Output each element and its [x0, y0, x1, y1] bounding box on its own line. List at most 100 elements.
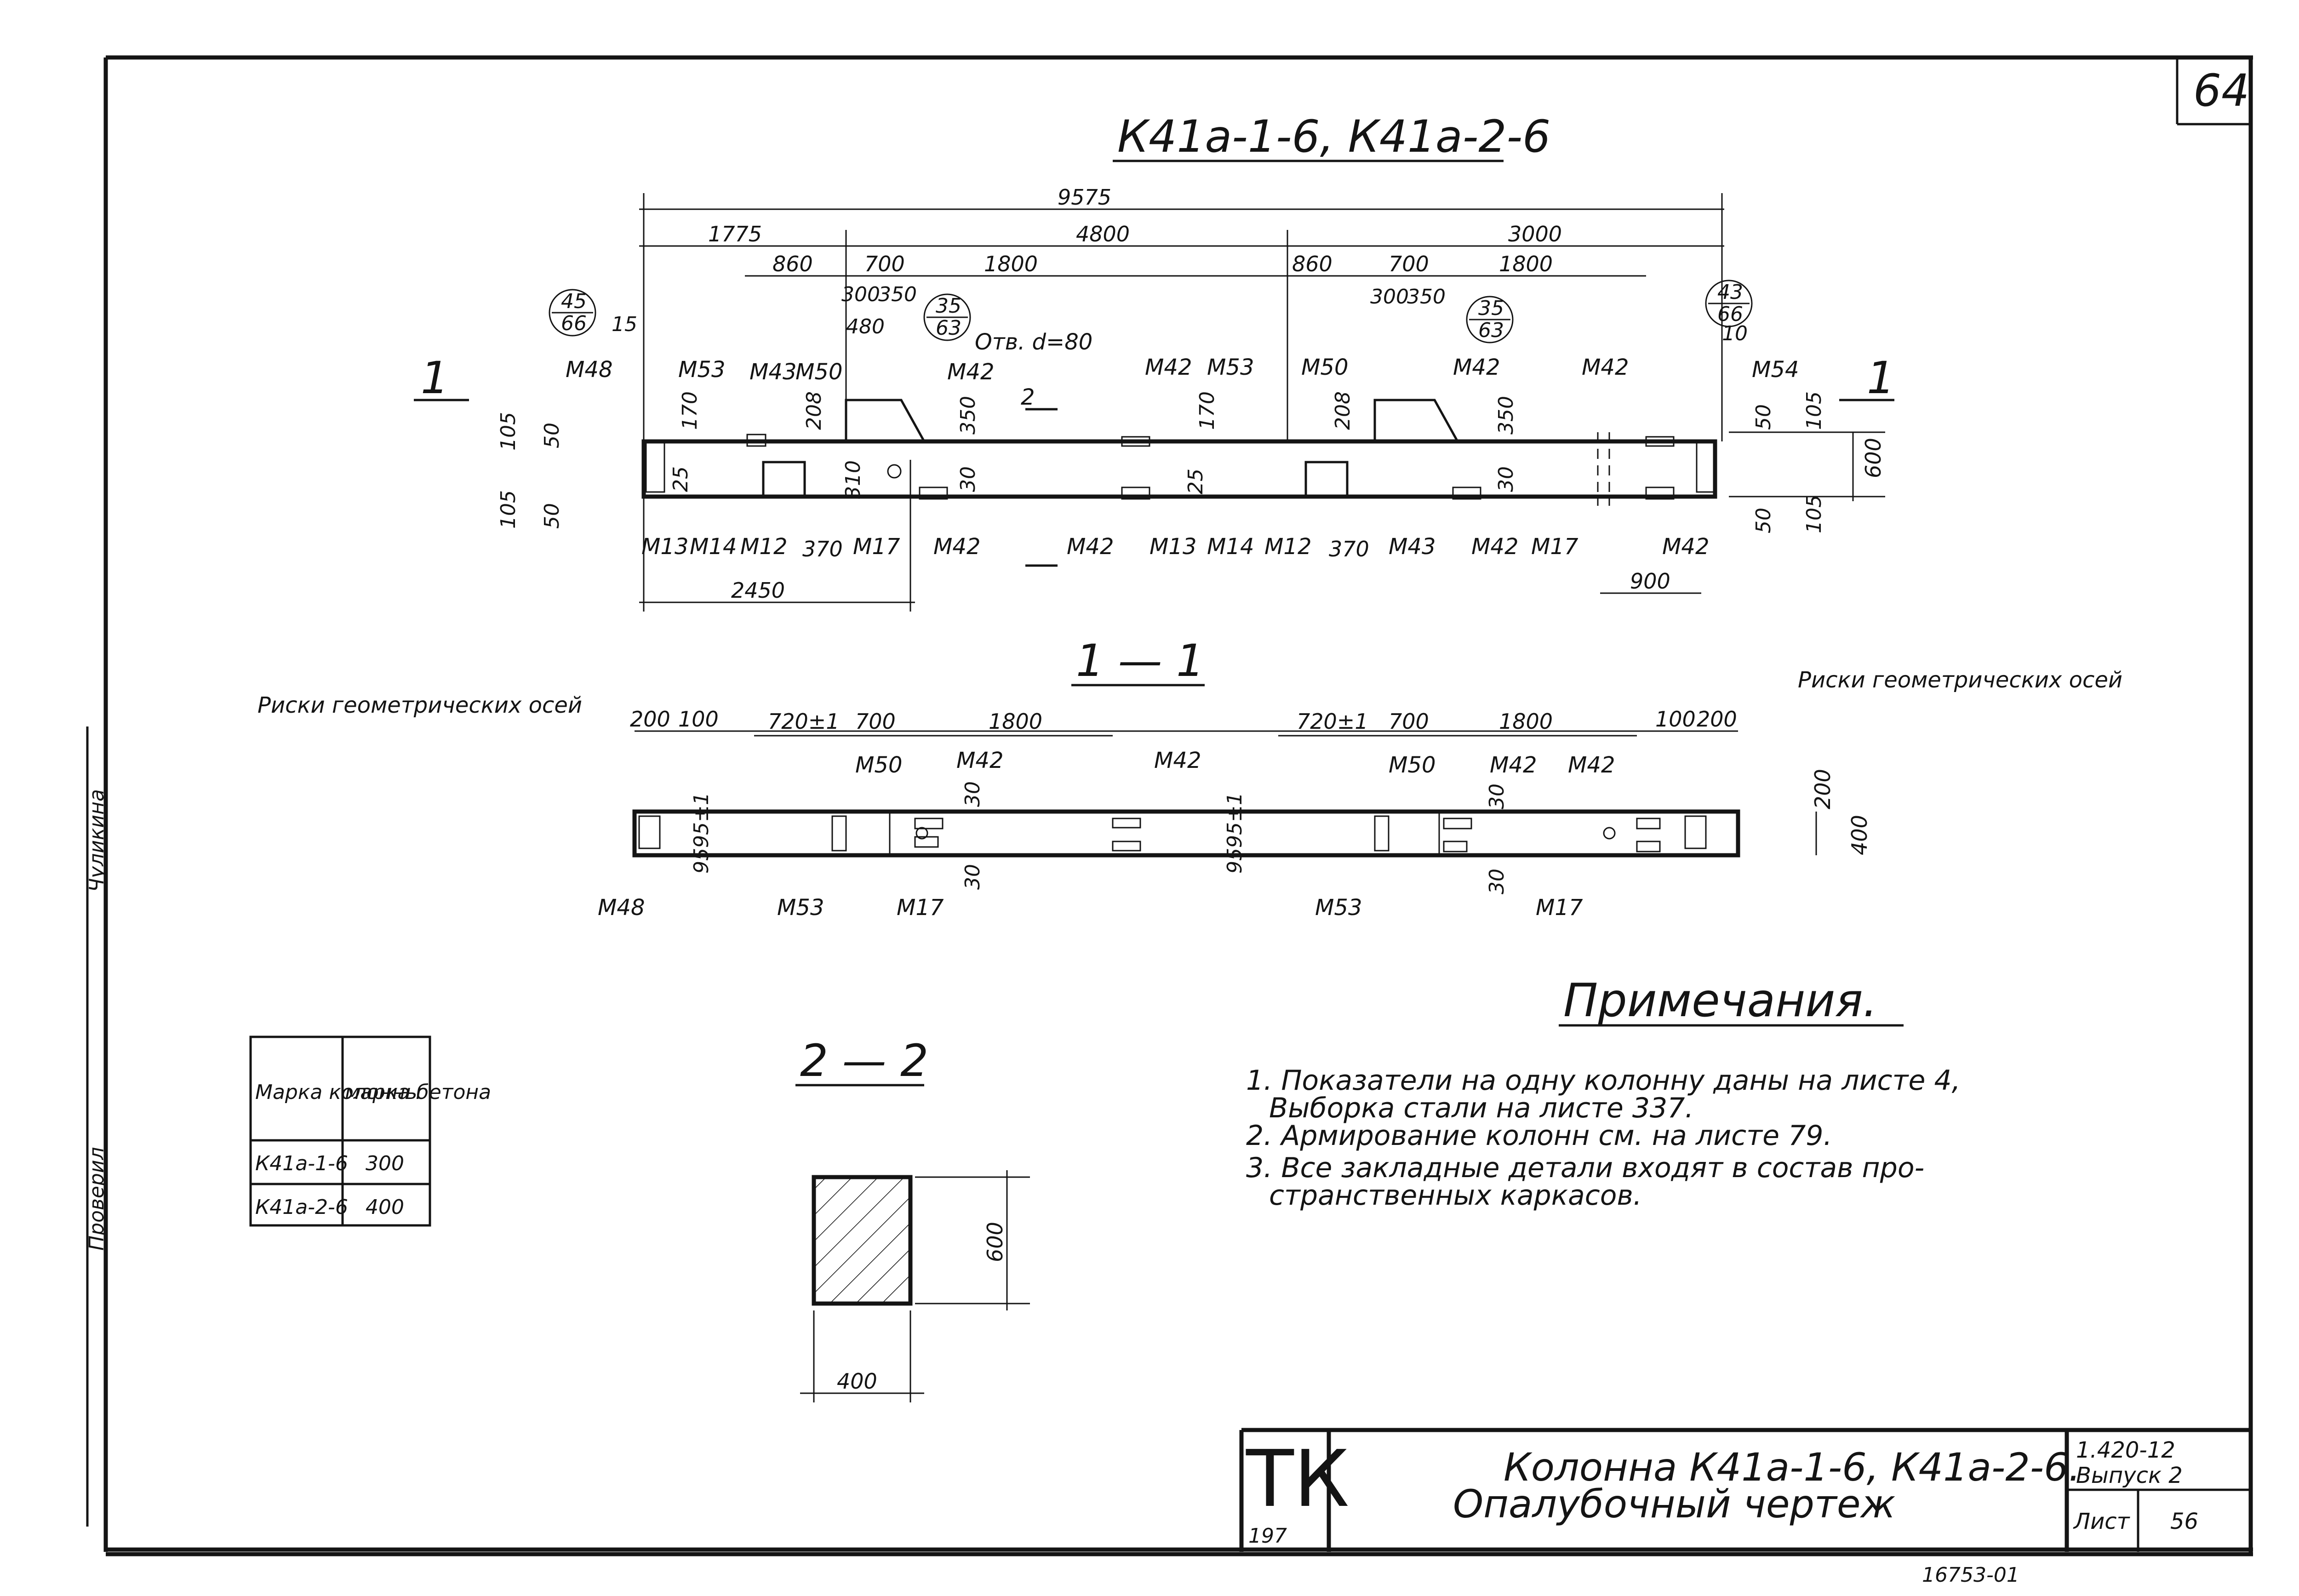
table-header-column: Марка колонны — [255, 1081, 421, 1104]
mark-top-M53-b: М53 — [1207, 355, 1254, 380]
dim-small-30-a: 30 — [956, 466, 980, 492]
mark-top-M50-a: М50 — [795, 359, 843, 385]
table-row-1-grade: 300 — [366, 1152, 404, 1175]
s11-mark-M17-a: М17 — [897, 895, 944, 921]
mark-bottom-M42-a: М42 — [933, 534, 981, 560]
s11-dim-700-b: 700 — [1389, 709, 1429, 734]
dim-1800-b: 1800 — [1499, 252, 1553, 276]
title-block-code: 1.420-12 — [2076, 1437, 2175, 1463]
title-block-sheet-number: 56 — [2170, 1509, 2198, 1534]
bubble-4-top: 43 — [1717, 280, 1743, 304]
bubble-3-top: 35 — [1478, 297, 1504, 320]
section-1-1-outline — [632, 809, 1740, 858]
dim-350-b: 350 — [1407, 285, 1446, 309]
s11-mark-M42-d: М42 — [1568, 752, 1615, 778]
dim-small-900: 900 — [1630, 569, 1670, 594]
s11-dim-30-d: 30 — [1485, 869, 1509, 894]
title-block-sheet-label: Лист — [2073, 1509, 2131, 1534]
s11-dim-100-a: 100 — [678, 707, 719, 732]
concrete-table: Марка колонны марка бетона К41а-1-6 300 … — [249, 1035, 491, 1227]
mark-top-M54: М54 — [1752, 357, 1799, 383]
dim-small-50-b: 50 — [540, 503, 564, 529]
s11-dim-30-b: 30 — [961, 864, 984, 890]
bubble-2-bottom: 63 — [936, 316, 961, 340]
table-header-concrete: марка бетона — [345, 1081, 491, 1104]
mark-top-M53-a: М53 — [678, 357, 726, 383]
s11-dim-720-b: 720±1 — [1297, 709, 1368, 734]
margin-signature-strip: Проверил Чуликина — [85, 726, 109, 1527]
s11-dim-200-c: 200 — [1810, 769, 1835, 809]
mark-top-M42-a: М42 — [947, 359, 995, 385]
mark-top-M42-c: М42 — [1453, 355, 1500, 380]
mark-bottom-M42-d: М42 — [1662, 534, 1710, 560]
title-block: ТК 197 Колонна К41а-1-6, К41а-2-6. Опалу… — [1239, 1428, 2251, 1552]
dim-1775: 1775 — [708, 222, 762, 246]
dim-small-350-a: 350 — [956, 396, 980, 435]
s11-dim-1800-b: 1800 — [1499, 709, 1553, 734]
dim-4800: 4800 — [1076, 222, 1130, 246]
mark-top-M50-b: М50 — [1301, 355, 1349, 380]
notes-block: Примечания. 1. Показатели на одну колонн… — [1246, 973, 1961, 1212]
section-mark-mid: 2 — [1021, 384, 1035, 410]
dim-1800-a: 1800 — [984, 252, 1038, 276]
dim-overall: 9575 — [1058, 185, 1111, 210]
s11-mark-M48: М48 — [598, 895, 645, 921]
dim-small-30-b: 30 — [1494, 466, 1518, 492]
s11-dim-9595-a: 9595±1 — [690, 792, 713, 874]
s11-mark-M42-b: М42 — [1154, 748, 1201, 773]
mark-bottom-M17-b: М17 — [1531, 534, 1578, 560]
mark-bottom-370-a: 370 — [802, 537, 843, 561]
mark-bottom-M12-a: М12 — [740, 534, 788, 560]
mark-top-M48: М48 — [566, 357, 613, 383]
dim-small-50-a: 50 — [540, 423, 564, 448]
dim-small-105-d: 105 — [1802, 495, 1826, 533]
s11-mark-M42-a: М42 — [956, 748, 1004, 773]
dim-small-25-b: 25 — [1184, 469, 1207, 494]
mark-top-M42-b: М42 — [1145, 355, 1192, 380]
s11-mark-M50-b: М50 — [1389, 752, 1436, 778]
dim-860-b: 860 — [1292, 252, 1333, 276]
sheet-frame — [103, 55, 2253, 1556]
title-block-issue: Выпуск 2 — [2076, 1463, 2183, 1488]
section-2-2-drawing: 400 600 — [800, 1170, 1030, 1402]
section-2-2-width: 400 — [837, 1369, 877, 1394]
section-1-1-note-right: Риски геометрических осей — [1798, 667, 2122, 693]
dim-small-10: 10 — [1722, 322, 1748, 345]
section-2-2-height: 600 — [983, 1222, 1007, 1262]
s11-dim-9595-b: 9595±1 — [1223, 792, 1247, 874]
s11-dim-30-c: 30 — [1485, 784, 1509, 809]
bubble-4-bottom: 66 — [1717, 303, 1743, 326]
mark-bottom-370-b: 370 — [1329, 537, 1369, 561]
dim-small-105-a: 105 — [497, 412, 520, 451]
dim-small-600: 600 — [1861, 438, 1886, 478]
dim-small-50-d: 50 — [1752, 508, 1775, 533]
page-number: 64 — [2193, 65, 2249, 116]
section-2-2-concrete — [812, 1175, 913, 1306]
bubble-2-top: 35 — [936, 294, 961, 318]
section-2-2-label: 2 — 2 — [800, 1035, 928, 1087]
s11-mark-M50-a: М50 — [855, 752, 903, 778]
mark-bottom-M43: М43 — [1389, 534, 1436, 560]
elevation-dimensions: 9575 1775 4800 3000 860 700 1800 860 700… — [421, 185, 1895, 603]
section-1-1-note-left: Риски геометрических осей — [257, 692, 582, 718]
hole-note: Отв. d=80 — [975, 329, 1092, 355]
dim-3000: 3000 — [1508, 222, 1562, 246]
mark-bottom-M42-b: М42 — [1067, 534, 1114, 560]
table-row-2-grade: 400 — [366, 1196, 404, 1219]
dim-350-a: 350 — [878, 283, 917, 306]
bubble-3-bottom: 63 — [1478, 319, 1504, 342]
mark-bottom-M13-a: М13 — [641, 534, 689, 560]
dim-small-208-a: 208 — [802, 391, 826, 430]
s11-dim-100-b: 100 — [1655, 707, 1696, 732]
section-mark-left: 1 — [421, 352, 449, 404]
bubble-1-bottom: 66 — [561, 312, 587, 335]
mark-bottom-M14-b: М14 — [1207, 534, 1254, 560]
mark-bottom-M42-c: М42 — [1471, 534, 1519, 560]
s11-mark-M53-b: М53 — [1315, 895, 1362, 921]
note-line-2: Выборка стали на листе 337. — [1269, 1092, 1693, 1124]
s11-dim-720-a: 720±1 — [768, 709, 840, 734]
drawing-title: К41а-1-6, К41а-2-6 — [1117, 111, 1550, 162]
margin-signature-checker: Проверил — [85, 1147, 109, 1251]
table-row-2-mark: К41а-2-6 — [255, 1196, 348, 1219]
